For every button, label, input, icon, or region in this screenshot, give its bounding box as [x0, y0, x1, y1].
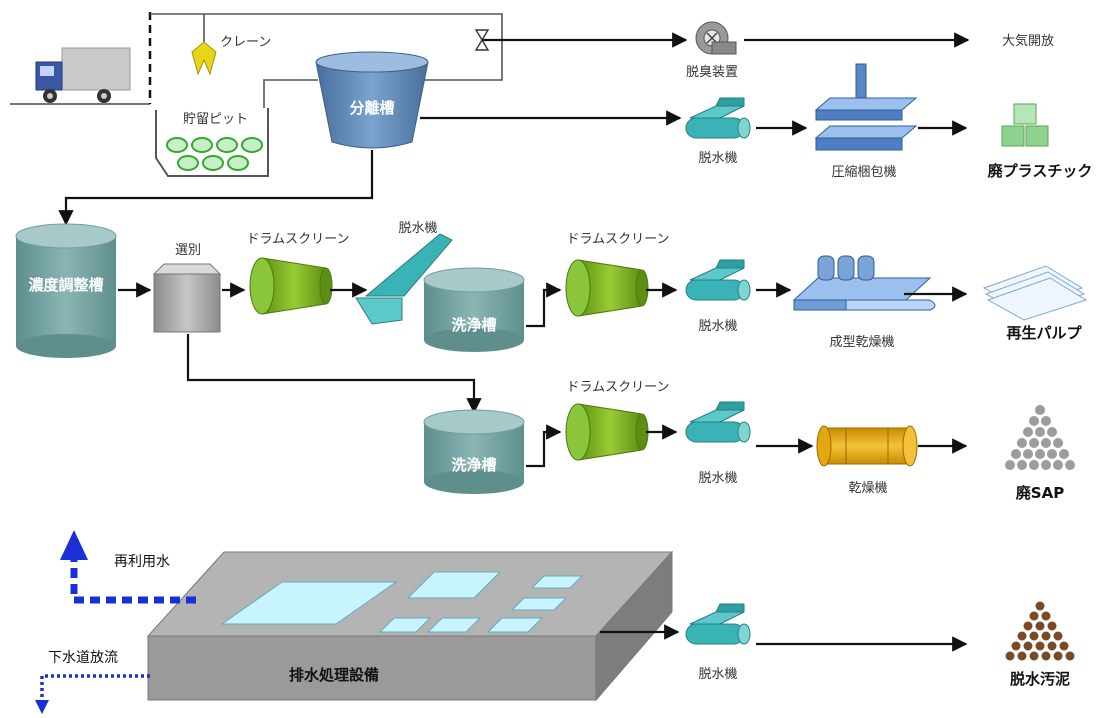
waste-sap-icon	[1005, 405, 1075, 470]
waste-sap-label: 廃SAP	[1016, 484, 1064, 502]
dewaterer-5	[685, 603, 751, 645]
concentration-tank	[15, 223, 117, 358]
sewer-discharge-arrow-icon	[35, 700, 49, 714]
sewer-discharge-label: 下水道放流	[48, 650, 118, 666]
wash-tank-2-label: 洗浄槽	[451, 456, 496, 474]
wash-tank-2	[423, 409, 525, 495]
forming-dryer	[792, 255, 936, 311]
valve-icon	[474, 29, 490, 51]
deodorizer-label: 脱臭装置	[686, 65, 738, 80]
compression-packer	[814, 63, 918, 151]
storage-pit	[155, 108, 269, 177]
atmosphere-label: 大気開放	[1002, 33, 1054, 49]
forming-dryer-label: 成型乾燥機	[829, 335, 894, 350]
recycled-pulp-label: 再生パルプ	[1006, 324, 1082, 342]
drum-screen-1-label: ドラムスクリーン	[247, 232, 350, 247]
wastewater-facility-label: 排水処理設備	[289, 666, 379, 684]
reuse-water-label: 再利用水	[114, 554, 170, 570]
dewaterer-2-label: 脱水機	[398, 221, 437, 236]
dewaterer-4	[685, 401, 751, 443]
separation-tank	[315, 51, 429, 149]
truck-icon	[10, 47, 150, 105]
drum-screen-3	[565, 403, 649, 461]
dryer-unit	[816, 425, 918, 467]
wastewater-facility	[146, 550, 674, 702]
crane-icon	[191, 41, 217, 76]
separation-tank-label: 分離槽	[349, 99, 394, 117]
waste-plastic-icon	[1001, 103, 1049, 147]
sorting-unit	[152, 263, 222, 333]
wash-tank-1-label: 洗浄槽	[451, 316, 496, 334]
dewaterer-2	[355, 233, 453, 325]
compression-packer-label: 圧縮梱包機	[831, 164, 896, 180]
dewaterer-1-label: 脱水機	[698, 151, 737, 166]
dewaterer-4-label: 脱水機	[698, 471, 737, 486]
drum-screen-3-label: ドラムスクリーン	[567, 380, 670, 395]
recycled-pulp-icon	[982, 265, 1088, 321]
waste-plastic-label: 廃プラスチック	[988, 162, 1093, 180]
drum-screen-1	[249, 257, 333, 315]
dewaterer-3	[685, 259, 751, 301]
drum-screen-2-label: ドラムスクリーン	[567, 232, 670, 247]
deodorizer-icon	[695, 21, 737, 55]
wash-tank-1	[423, 267, 525, 353]
dewaterer-1	[685, 97, 751, 139]
dewaterer-5-label: 脱水機	[698, 667, 737, 682]
dewatered-sludge-label: 脱水汚泥	[1010, 670, 1070, 688]
drum-screen-2	[565, 259, 649, 317]
storage-pit-label: 貯留ピット	[183, 112, 248, 127]
sorting-label: 選別	[175, 243, 201, 258]
dewaterer-3-label: 脱水機	[698, 319, 737, 334]
crane-label: クレーン	[220, 35, 271, 50]
dryer-label: 乾燥機	[848, 481, 887, 496]
reuse-water-arrow-icon	[60, 530, 88, 560]
dewatered-sludge-icon	[1005, 601, 1075, 661]
concentration-tank-label: 濃度調整槽	[28, 276, 103, 294]
